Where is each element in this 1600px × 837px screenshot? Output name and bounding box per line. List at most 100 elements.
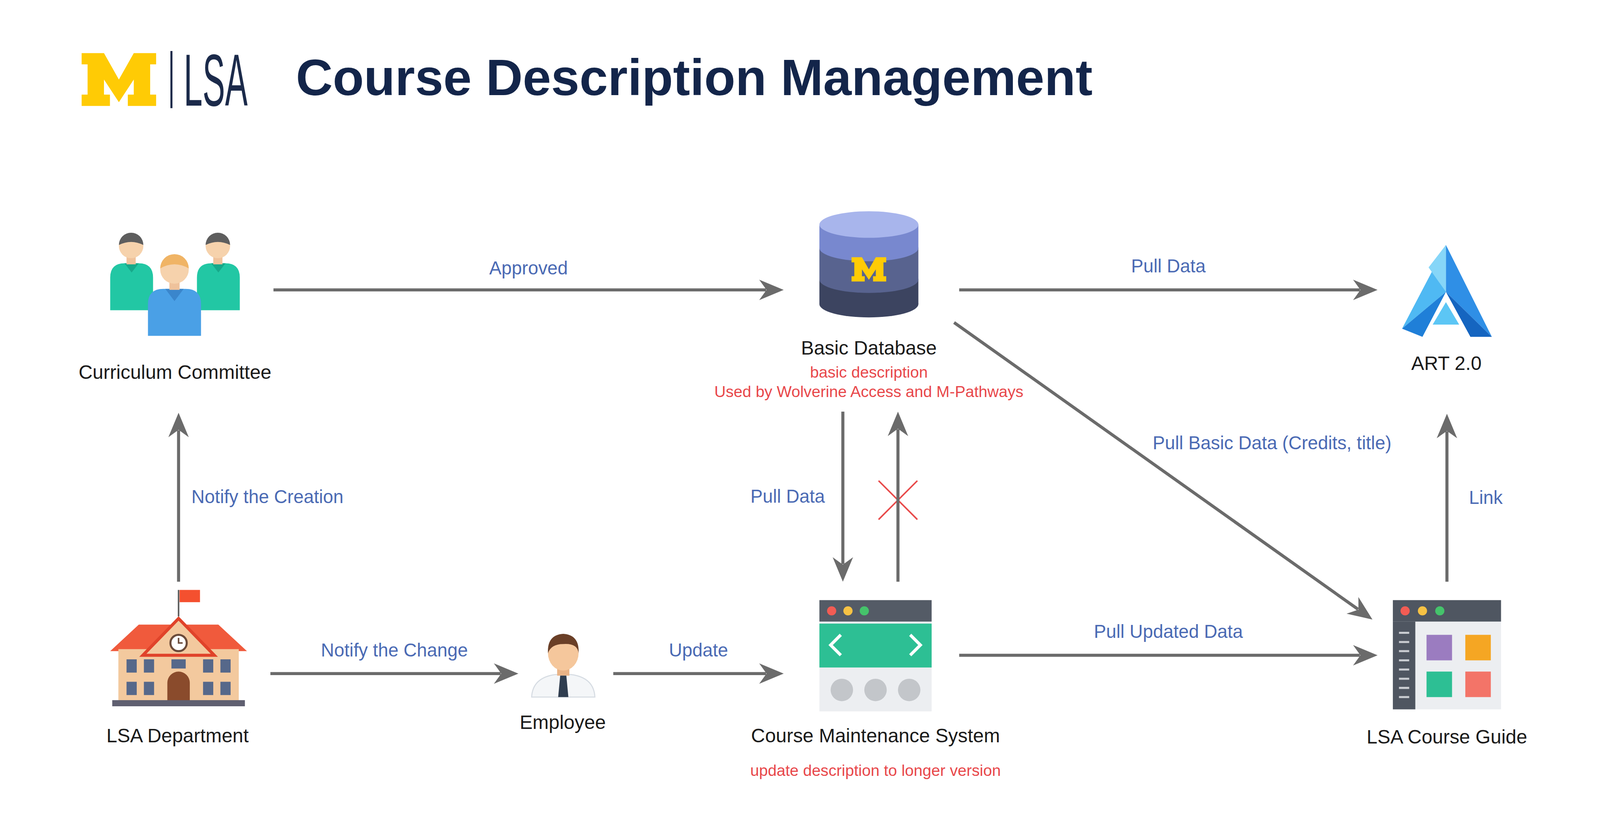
edge-label: Pull Updated Data (1092, 620, 1245, 643)
node-label: Basic Database (800, 336, 937, 360)
icon-node: Course Maintenance Systemupdate descript… (819, 600, 932, 712)
edge-label: Notify the Creation (189, 485, 346, 508)
tile (1426, 671, 1452, 697)
window (203, 659, 214, 673)
connector-line (954, 322, 1359, 610)
window-body (1392, 600, 1501, 710)
arrowhead (887, 411, 909, 437)
window (126, 659, 137, 673)
window (144, 659, 155, 673)
window (144, 681, 155, 695)
edge-label: Update (667, 639, 730, 662)
cms-icon (819, 600, 932, 712)
connector-line (177, 430, 181, 582)
clock-hands (178, 637, 183, 643)
person-hair (205, 232, 231, 245)
connector (954, 322, 1373, 620)
connector-line (841, 411, 845, 565)
tile (1465, 671, 1491, 697)
connector-line (613, 672, 767, 676)
connector-line (959, 653, 1360, 657)
art-facet (1428, 244, 1446, 292)
dot-button (897, 678, 921, 701)
tile (1465, 634, 1491, 660)
connector (273, 279, 784, 300)
person-hair (118, 232, 144, 245)
connector (959, 645, 1378, 666)
flag (179, 589, 200, 603)
arrowhead (168, 412, 189, 438)
guide-icon (1392, 600, 1501, 710)
arrowhead (759, 279, 784, 300)
illustration-group (81, 50, 1502, 712)
icon-node: Employee (530, 632, 595, 697)
window-bar (1392, 600, 1501, 622)
employee-tie (558, 675, 569, 697)
tile (1426, 634, 1452, 660)
chevron (910, 634, 921, 655)
arrowhead (1346, 596, 1373, 620)
gable (142, 618, 215, 656)
building-wall (118, 649, 240, 703)
node-label: Employee (519, 710, 606, 735)
window (171, 659, 186, 669)
node-note: basic description (810, 362, 928, 382)
window (220, 659, 231, 673)
db-layer (819, 234, 919, 262)
person-collar (211, 263, 226, 273)
connector-line (959, 288, 1360, 292)
icon-node: LSA Course Guide (1392, 600, 1501, 710)
dot-button (830, 678, 854, 701)
db-layer (819, 290, 919, 318)
logo-divider (170, 50, 173, 109)
window (203, 681, 214, 695)
node-label: LSA Course Guide (1366, 725, 1528, 749)
connector-line (1445, 431, 1449, 582)
person-body (148, 288, 202, 336)
connector (887, 411, 909, 582)
arrowhead (759, 663, 784, 684)
connector (832, 411, 854, 582)
window-dot (1417, 606, 1428, 616)
window (220, 681, 231, 695)
connector (270, 663, 519, 684)
icon-node: Basic Databasebasic descriptionUsed by W… (819, 209, 919, 319)
connector (168, 412, 189, 582)
database-icon (819, 211, 919, 318)
arrowhead (493, 663, 519, 684)
employee-body (531, 674, 595, 697)
node-label: ART 2.0 (1411, 351, 1482, 375)
chevron (830, 634, 841, 655)
connector-line (273, 288, 767, 292)
flag-pole (177, 589, 180, 617)
connector-line (896, 429, 900, 582)
arrowhead (832, 557, 854, 582)
db-logo-m (851, 256, 887, 282)
icon-node: ART 2.0 (1400, 242, 1492, 337)
art-facet (1432, 301, 1460, 325)
slider-band (819, 623, 932, 668)
connector (959, 279, 1378, 300)
window-dot (843, 606, 853, 616)
edge-label: Approved (487, 257, 570, 280)
icon-node: Curriculum Committee (110, 234, 240, 335)
page-title: Course Description Management (295, 46, 1093, 109)
clock (170, 634, 187, 651)
person-body (110, 263, 153, 311)
building-base (112, 700, 245, 707)
arrowhead (1353, 645, 1378, 666)
window-dot (1435, 606, 1445, 616)
sidebar-lines (1398, 632, 1410, 697)
connector (1436, 413, 1458, 582)
window-body (819, 600, 932, 712)
icon-node: LSA Department (110, 589, 245, 708)
edge-label: Pull Data (748, 485, 827, 508)
connector (613, 663, 784, 684)
node-note: Used by Wolverine Access and M-Pathways (714, 382, 1024, 402)
db-top (819, 211, 919, 238)
person-collar (165, 288, 184, 302)
edge-label: Pull Basic Data (Credits, title) (1150, 432, 1393, 455)
committee-icon (110, 232, 240, 336)
